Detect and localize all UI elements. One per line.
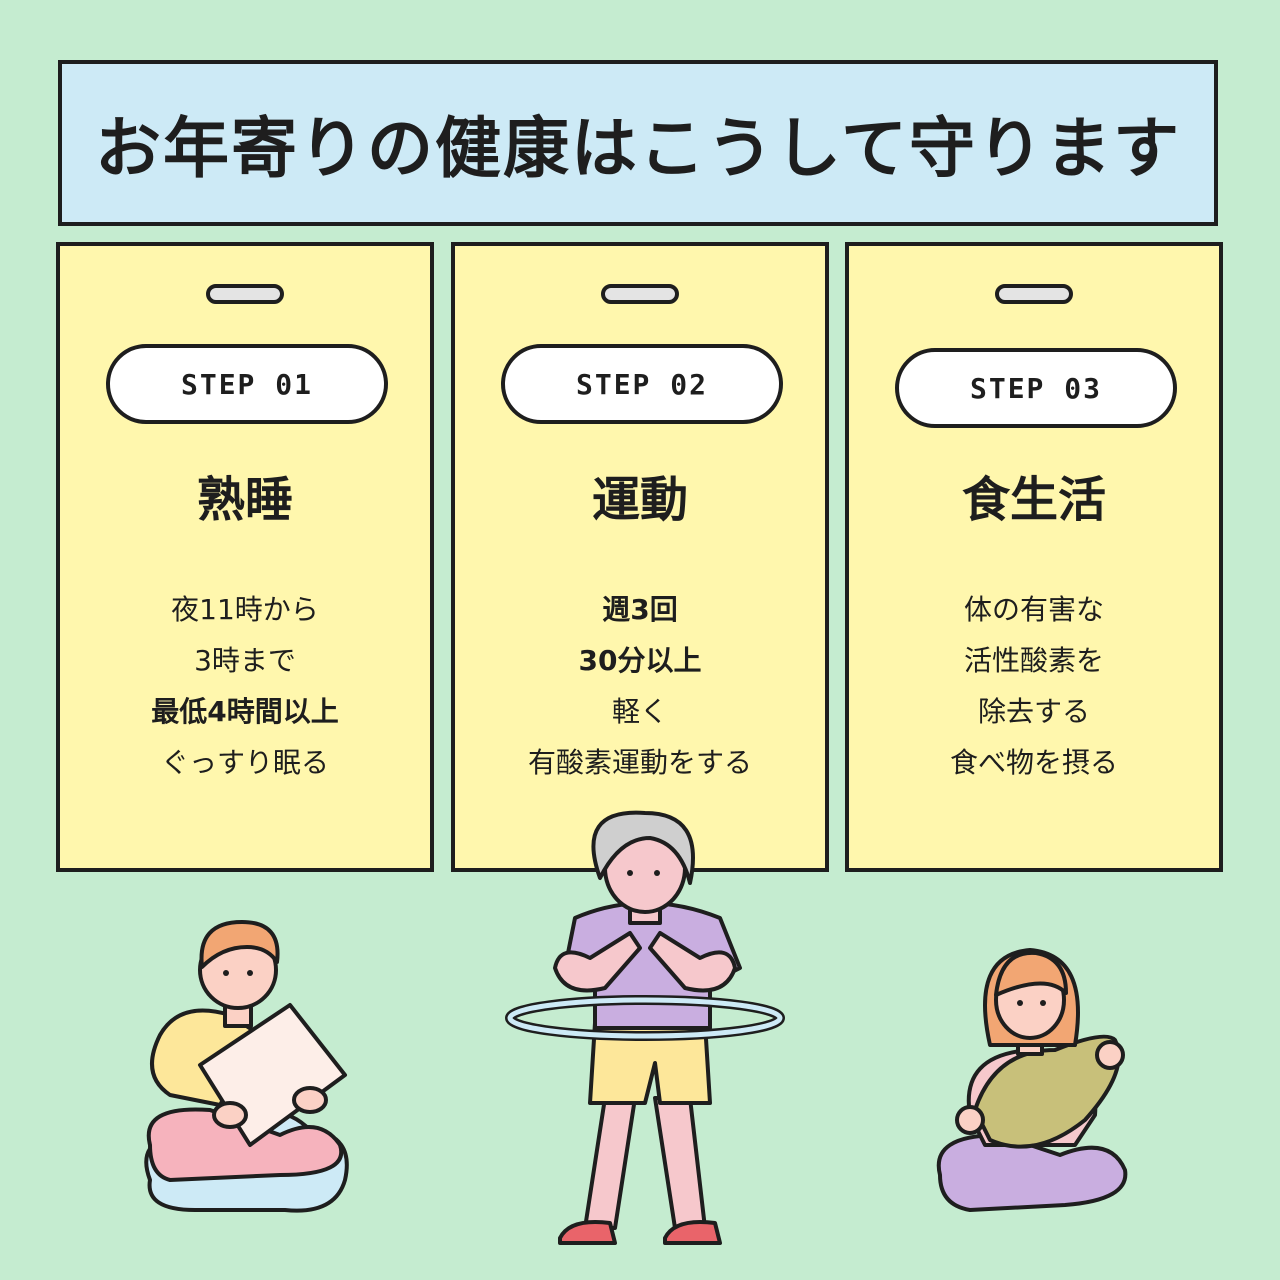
card-hole [601, 284, 679, 304]
card-description: 体の有害な 活性酸素を 除去する 食べ物を摂る [849, 584, 1219, 788]
page-title: お年寄りの健康はこうして守ります [94, 110, 1182, 187]
card-title: 熟睡 [196, 472, 293, 528]
card-title: 運動 [591, 472, 688, 528]
card-description: 週3回 30分以上 軽く 有酸素運動をする [455, 584, 825, 788]
card-line: 最低4時間以上 [151, 695, 339, 728]
step-card-2: STEP 02 運動 週3回 30分以上 軽く 有酸素運動をする [451, 242, 829, 872]
card-description: 夜11時から 3時まで 最低4時間以上 ぐっすり眠る [60, 584, 430, 788]
card-line: ぐっすり眠る [160, 746, 329, 779]
card-line: 除去する [977, 695, 1090, 728]
card-line: 体の有害な [963, 593, 1104, 626]
card-line: 30分以上 [578, 644, 702, 677]
card-hole [206, 284, 284, 304]
card-line: 食べ物を摂る [949, 746, 1118, 779]
step-card-1: STEP 01 熟睡 夜11時から 3時まで 最低4時間以上 ぐっすり眠る [56, 242, 434, 872]
girl-with-sweet-potato-illustration [936, 948, 1128, 1212]
card-line: 活性酸素を [963, 644, 1104, 677]
card-line: 週3回 [602, 593, 678, 626]
step-badge: STEP 02 [501, 344, 783, 424]
step-badge: STEP 01 [106, 344, 388, 424]
step-card-3: STEP 03 食生活 体の有害な 活性酸素を 除去する 食べ物を摂る [845, 242, 1223, 872]
step-badge: STEP 03 [895, 348, 1177, 428]
card-line: 軽く [611, 695, 668, 728]
header-banner: お年寄りの健康はこうして守ります [58, 60, 1218, 226]
card-hole [995, 284, 1073, 304]
boy-with-pillow-illustration [144, 920, 349, 1213]
card-title: 食生活 [961, 472, 1106, 528]
woman-hula-hoop-illustration [505, 810, 785, 1245]
card-line: 有酸素運動をする [527, 746, 752, 779]
card-line: 3時まで [194, 644, 296, 677]
card-line: 夜11時から [171, 593, 319, 626]
